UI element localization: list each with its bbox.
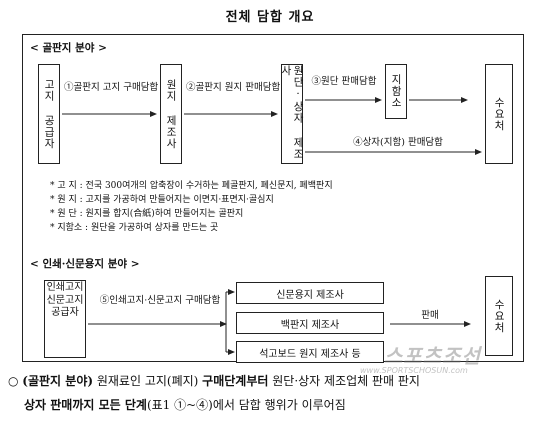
watermark-url: www.SPORTSCHOSUN.com — [360, 366, 468, 375]
box-waste-paper-supplier: 고지 공급자 — [38, 64, 60, 164]
note-corrugated-board: * 원 단 : 원지를 합지(合紙)하여 만들어지는 골판지 — [50, 209, 244, 219]
box-print-news-supplier — [44, 280, 86, 358]
note-box-factory: * 지함소 : 원단을 가공하여 상자를 만드는 곳 — [50, 223, 219, 233]
footer-bold-1: 구매단계부터 — [202, 374, 269, 388]
page-title: 전체 담합 개요 — [225, 10, 315, 25]
footer-text-3: (표1 ①~④)에서 담합 행위가 이루어짐 — [146, 398, 346, 412]
arrow-label-3: ③원단 판매담합 — [311, 76, 377, 87]
section-heading-corrugated: < 골판지 분야 > — [30, 42, 107, 54]
section-heading-printing: < 인쇄·신문용지 분야 > — [30, 258, 140, 270]
box-print-news-supplier-label: 인쇄고지 신문고지 공급자 — [46, 282, 84, 318]
box-base-paper-maker: 원지 제조사 — [160, 64, 182, 164]
watermark-logo: 스포츠조선 — [384, 344, 481, 368]
box-gypsum-maker: 석고보드 원지 제조사 등 — [236, 341, 384, 363]
box-demand-1: 수요처 — [485, 64, 513, 164]
footer-text-1: 원재료인 고지(폐지) — [93, 374, 203, 388]
footer-line-2: 상자 판매까지 모든 단계(표1 ①~④)에서 담합 행위가 이루어짐 — [24, 396, 346, 413]
footer-bold-2: 상자 판매까지 모든 단계 — [24, 398, 147, 412]
box-newsprint-maker: 신문용지 제조사 — [236, 282, 384, 304]
box-demand-2: 수요처 — [485, 276, 513, 356]
footer-text-2: 원단·상자 제조업체 판매 판지 — [268, 374, 420, 388]
box-board-box-maker: 원단·상자 제조사 — [280, 64, 304, 164]
footer-field: (골판지 분야) — [22, 374, 94, 388]
arrow-label-sale: 판매 — [421, 310, 439, 321]
box-whiteboard-maker: 백판지 제조사 — [236, 312, 384, 334]
arrow-label-1: ①골판지 고지 구매담합 — [64, 82, 159, 93]
arrow-label-4: ④상자(지함) 판매담합 — [353, 137, 443, 148]
note-waste-paper: * 고 지 : 전국 300여개의 압축장이 수거하는 폐골판지, 폐신문지, … — [50, 181, 333, 191]
footer-bullet: ○ — [8, 374, 23, 388]
footer-line-1: ○ (골판지 분야) 원재료인 고지(폐지) 구매단계부터 원단·상자 제조업체… — [8, 372, 420, 389]
note-base-paper: * 원 지 : 고지를 가공하여 만들어지는 이면지·표면지·골심지 — [50, 195, 274, 205]
box-box-factory: 지함소 — [385, 64, 407, 119]
arrow-label-5: ⑤인쇄고지·신문고지 구매담합 — [99, 295, 221, 306]
arrow-label-2: ②골판지 원지 판매담합 — [186, 82, 281, 93]
